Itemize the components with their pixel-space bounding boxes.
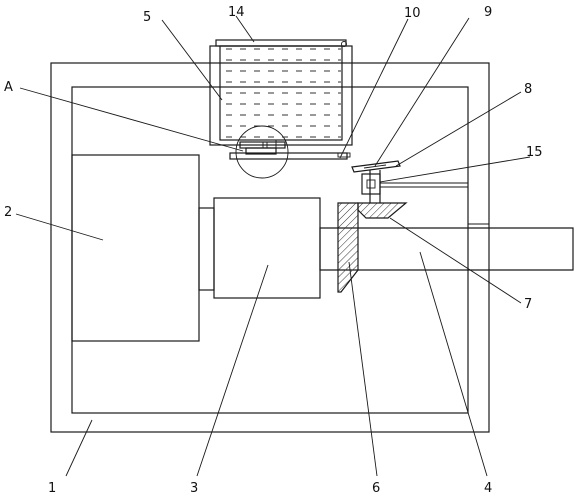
gear-7 xyxy=(357,202,408,219)
label-10: 10 xyxy=(404,6,421,21)
lid-14 xyxy=(215,39,347,47)
label-1: 1 xyxy=(48,481,56,496)
detail-circle-a xyxy=(235,125,289,179)
block-2 xyxy=(71,154,200,342)
shaft-15 xyxy=(361,170,468,203)
label-4: 4 xyxy=(484,481,492,496)
leader-lines xyxy=(15,15,531,477)
coupling xyxy=(198,207,215,291)
container-5 xyxy=(209,41,353,146)
motor-3 xyxy=(213,197,321,299)
label-9: 9 xyxy=(484,5,492,20)
shaft-4 xyxy=(319,223,574,271)
label-8: 8 xyxy=(524,82,532,97)
label-14: 14 xyxy=(228,5,245,20)
label-6: 6 xyxy=(372,481,380,496)
label-a: A xyxy=(4,80,13,95)
lever-8 xyxy=(351,160,401,173)
gear-6 xyxy=(337,202,359,293)
label-5: 5 xyxy=(143,10,151,25)
bar-10 xyxy=(229,152,351,160)
label-15: 15 xyxy=(526,145,543,160)
label-3: 3 xyxy=(190,481,198,496)
label-2: 2 xyxy=(4,205,12,220)
valve-assembly xyxy=(239,140,286,155)
label-7: 7 xyxy=(524,297,532,312)
